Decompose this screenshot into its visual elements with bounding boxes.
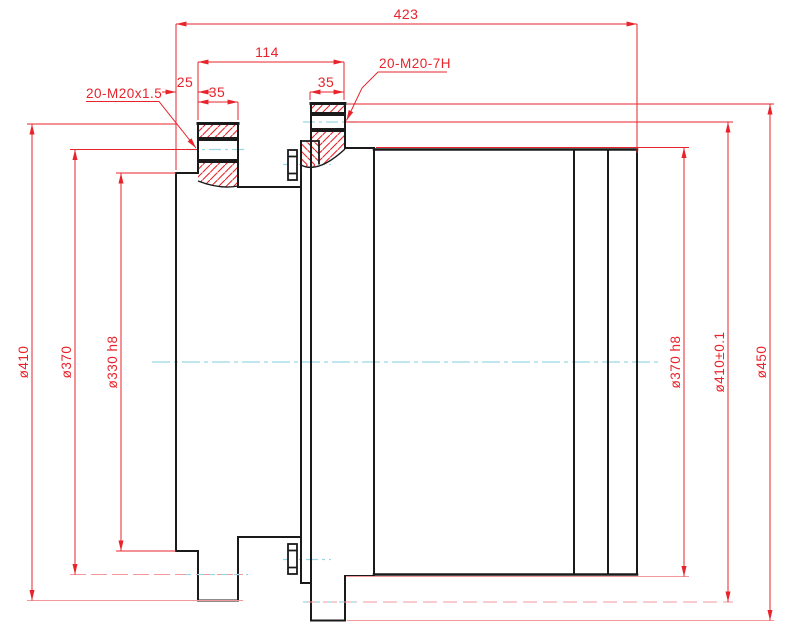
callout-left-thread: 20-M20x1.5 xyxy=(86,86,162,101)
left-thread-band-upper xyxy=(198,137,238,141)
dia-text-left-flange-od: ø410 xyxy=(16,346,31,379)
section-hatching xyxy=(197,105,346,188)
left-flange-hatch-upper xyxy=(198,125,238,137)
centerline-overlays xyxy=(186,573,357,603)
dim-text-hub-offset: 25 xyxy=(177,74,194,90)
extension-lines xyxy=(27,24,774,621)
right-flange-hatch-upper xyxy=(311,105,345,112)
right-flange-break-curve xyxy=(300,148,346,169)
left-flange-break-curve xyxy=(197,180,239,188)
dimension-texts: 423 114 25 35 35 20-M20x1.5 20-M20-7H ø4… xyxy=(16,6,769,392)
right-thread-band-lower xyxy=(311,128,345,132)
middle-shaft-edges xyxy=(237,186,302,538)
bolts xyxy=(287,149,298,575)
callout-right-thread: 20-M20-7H xyxy=(379,56,451,71)
dia-text-left-bolt-circle: ø370 xyxy=(59,346,74,379)
dim-text-right-flange-thickness: 35 xyxy=(318,74,335,90)
dia-text-right-flange-od: ø450 xyxy=(754,346,769,379)
left-flange-hatch-lower xyxy=(198,163,238,188)
leader-right-thread xyxy=(346,71,447,121)
bolt-head-top xyxy=(287,149,298,181)
dim-text-flange-span: 114 xyxy=(255,44,279,60)
left-thread-band-lower xyxy=(198,159,238,163)
dia-text-spigot-od: ø370 h8 xyxy=(668,335,683,388)
dim-text-left-flange-thickness: 35 xyxy=(209,84,226,100)
right-thread-band-upper xyxy=(311,112,345,116)
leader-left-thread xyxy=(86,101,197,149)
dim-text-overall-length: 423 xyxy=(394,6,419,22)
hub-outline xyxy=(175,172,199,552)
bolt-head-bottom xyxy=(287,543,298,575)
dia-text-right-bolt-circle: ø410±0.1 xyxy=(712,332,727,393)
dia-text-hub-od: ø330 h8 xyxy=(105,335,120,388)
dimension-lines xyxy=(29,21,773,621)
